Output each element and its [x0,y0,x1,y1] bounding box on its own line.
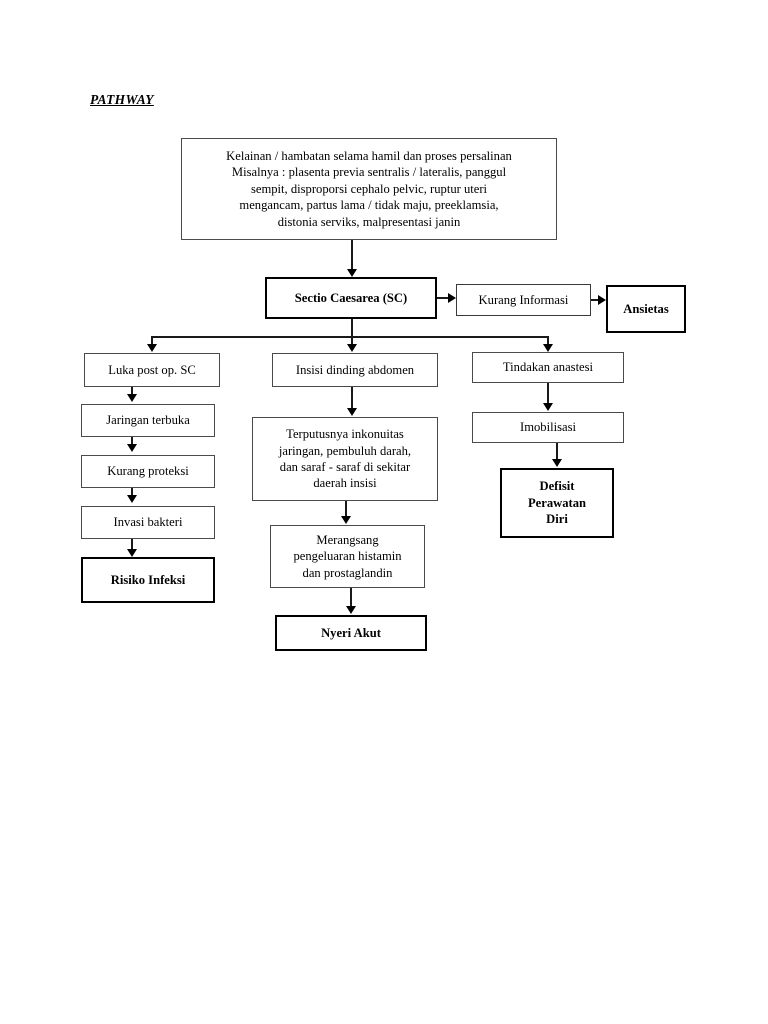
edge-branch-left-arrowhead [147,344,157,352]
node-jaringan-terbuka-label: Jaringan terbuka [106,413,190,428]
edge-branch-right-arrowhead [543,344,553,352]
node-terputusnya-text: Terputusnya inkonuitas jaringan, pembulu… [258,426,432,491]
edge-sc-to-kurang-informasi-arrowhead [448,293,456,303]
node-terputusnya-line-2: jaringan, pembuluh darah, [278,443,412,458]
edge-luka-to-jaringan-arrowhead [127,394,137,402]
node-tindakan-anastesi-label: Tindakan anastesi [502,360,594,375]
edge-kurang-informasi-to-ansietas-arrowhead [598,295,606,305]
edge-jaringan-to-proteksi-line [131,437,133,446]
node-defisit-text: Defisit Perawatan Diri [507,478,607,527]
edge-luka-to-jaringan-line [131,387,133,396]
node-imobilisasi: Imobilisasi [472,412,624,443]
edge-proteksi-to-invasi-line [131,488,133,497]
node-defisit-perawatan-diri: Defisit Perawatan Diri [500,468,614,538]
node-kurang-informasi-label: Kurang Informasi [478,292,569,307]
edge-insisi-to-terputusnya-line [351,387,353,410]
node-luka-post-op-sc: Luka post op. SC [84,353,220,387]
node-sectio-caesarea: Sectio Caesarea (SC) [265,277,437,319]
edge-invasi-to-risiko-arrowhead [127,549,137,557]
node-luka-post-op-sc-label: Luka post op. SC [108,362,196,377]
edge-imobilisasi-to-defisit-arrowhead [552,459,562,467]
edge-sc-branch-stem [351,319,353,337]
node-sectio-caesarea-label: Sectio Caesarea (SC) [294,290,408,305]
node-kurang-proteksi: Kurang proteksi [81,455,215,488]
node-nyeri-akut-label: Nyeri Akut [321,625,381,640]
edge-merangsang-to-nyeri-arrowhead [346,606,356,614]
edge-branch-right-drop [547,336,549,346]
node-nyeri-akut: Nyeri Akut [275,615,427,651]
edge-invasi-to-risiko-line [131,539,133,551]
node-insisi-dinding-abdomen: Insisi dinding abdomen [272,353,438,387]
node-terputusnya-line-4: daerah insisi [313,476,377,491]
edge-sc-to-kurang-informasi-line [437,297,450,299]
edge-jaringan-to-proteksi-arrowhead [127,444,137,452]
node-defisit-line-1: Defisit [539,479,575,494]
edge-merangsang-to-nyeri-line [350,588,352,609]
node-kurang-proteksi-label: Kurang proteksi [107,464,189,479]
node-kelainan-text: Kelainan / hambatan selama hamil dan pro… [187,148,551,230]
node-kelainan-line-3: sempit, disproporsi cephalo pelvic, rupt… [250,181,488,196]
node-merangsang-line-1: Merangsang [316,532,379,547]
node-imobilisasi-label: Imobilisasi [520,420,576,435]
page-title: PATHWAY [90,92,154,107]
edge-kelainan-to-sc-line [351,240,353,272]
node-risiko-infeksi-label: Risiko Infeksi [110,572,186,587]
edge-branch-left-drop [151,336,153,346]
edge-kelainan-to-sc-arrowhead [347,269,357,277]
node-terputusnya-line-3: dan saraf - saraf di sekitar [279,460,411,474]
node-merangsang-histamin: Merangsang pengeluaran histamin dan pros… [270,525,425,588]
edge-proteksi-to-invasi-arrowhead [127,495,137,503]
node-merangsang-line-2: pengeluaran histamin [293,549,402,564]
node-defisit-line-3: Diri [546,512,568,527]
edge-kurang-informasi-to-ansietas-line [591,299,600,301]
edge-branch-center-arrowhead [347,344,357,352]
node-terputusnya-inkonuitas: Terputusnya inkonuitas jaringan, pembulu… [252,417,438,501]
node-terputusnya-line-1: Terputusnya inkonuitas [286,427,404,442]
edge-terputusnya-to-merangsang-line [345,501,347,518]
node-kurang-informasi: Kurang Informasi [456,284,591,316]
node-ansietas-label: Ansietas [623,301,669,316]
edge-terputusnya-to-merangsang-arrowhead [341,516,351,524]
edge-insisi-to-terputusnya-arrowhead [347,408,357,416]
edge-anastesi-to-imobilisasi-line [547,383,549,405]
node-kelainan-line-1: Kelainan / hambatan selama hamil dan pro… [226,149,512,164]
edge-anastesi-to-imobilisasi-arrowhead [543,403,553,411]
node-kelainan-hambatan: Kelainan / hambatan selama hamil dan pro… [181,138,557,240]
node-kelainan-line-2: Misalnya : plasenta previa sentralis / l… [231,165,507,180]
node-invasi-bakteri: Invasi bakteri [81,506,215,539]
node-kelainan-line-4: mengancam, partus lama / tidak maju, pre… [239,198,499,213]
node-defisit-line-2: Perawatan [527,495,587,510]
node-kelainan-line-5: distonia serviks, malpresentasi janin [277,214,461,229]
edge-sc-branch-bus [152,336,549,338]
node-tindakan-anastesi: Tindakan anastesi [472,352,624,383]
node-insisi-dinding-abdomen-label: Insisi dinding abdomen [295,362,415,377]
node-merangsang-text: Merangsang pengeluaran histamin dan pros… [276,532,419,581]
node-invasi-bakteri-label: Invasi bakteri [113,515,183,530]
edge-branch-center-drop [351,336,353,346]
edge-imobilisasi-to-defisit-line [556,443,558,462]
node-risiko-infeksi: Risiko Infeksi [81,557,215,603]
node-ansietas: Ansietas [606,285,686,333]
node-merangsang-line-3: dan prostaglandin [302,565,393,580]
node-jaringan-terbuka: Jaringan terbuka [81,404,215,437]
